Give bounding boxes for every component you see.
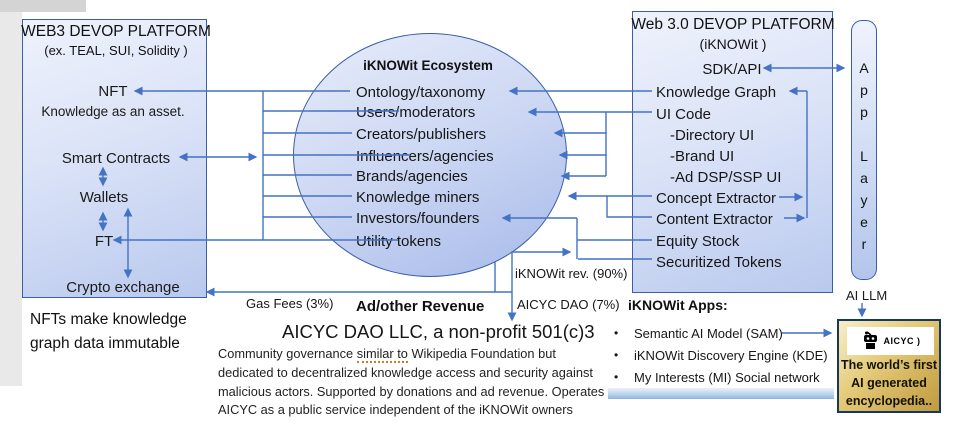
gold-line-1: The world’s first: [840, 358, 938, 372]
app-layer-pill: A p p L a y e r: [851, 20, 877, 280]
divider-band: [608, 388, 834, 399]
dao-title: AICYC DAO LLC, a non-profit 501(c)3: [282, 321, 595, 342]
nft-immutable-caption: NFTs make knowledge graph data immutable: [30, 311, 187, 352]
nft-note: Knowledge as an asset.: [41, 104, 185, 119]
ecosystem-item-investors: Investors/founders: [356, 210, 480, 227]
aicyc-logo: AICYC ): [847, 327, 934, 355]
gas-fees-label: Gas Fees (3%): [246, 296, 334, 311]
ecosystem-item-tokens: Utility tokens: [356, 233, 442, 250]
app-item-mi: My Interests (MI) Social network: [614, 370, 820, 385]
dao-paragraph-line1: Community governance similar to Wikipedi…: [218, 346, 556, 363]
smart-contracts-label: Smart Contracts: [61, 150, 171, 167]
viewer-top-notch: [0, 0, 86, 12]
web30-box-subtitle: (iKNOWit ): [699, 36, 767, 52]
dao-paragraph-line4: AICYC as a public service independent of…: [218, 402, 573, 418]
ui-code-label: UI Code: [656, 106, 712, 123]
directory-ui-label: -Directory UI: [670, 127, 755, 144]
ai-llm-label: AI LLM: [846, 288, 888, 303]
concept-extractor-label: Concept Extractor: [656, 190, 777, 207]
ecosystem-item-influencers: Influencers/agencies: [356, 148, 494, 165]
app-item-sam: Semantic AI Model (SAM): [614, 326, 783, 341]
viewer-left-margin: [0, 0, 22, 386]
brand-ui-label: -Brand UI: [670, 148, 735, 165]
aicyc-encyclopedia-box: AICYC ) The world’s first AI generated e…: [837, 319, 941, 413]
aicyc-dao-pct-label: AICYC DAO (7%): [517, 297, 620, 312]
web3-platform-box: WEB3 DEVOP PLATFORM (ex. TEAL, SUI, Soli…: [21, 19, 211, 298]
dao-paragraph-line3: malicious actors. Supported by donations…: [218, 383, 605, 399]
ecosystem-item-brands: Brands/agencies: [356, 168, 468, 185]
web3-box-title: WEB3 DEVOP PLATFORM: [21, 23, 211, 40]
ad-dsp-ssp-label: -Ad DSP/SSP UI: [670, 169, 782, 186]
gold-line-3: encyclopedia..: [845, 394, 933, 408]
ecosystem-item-miners: Knowledge miners: [356, 189, 480, 206]
nft-label: NFT: [98, 83, 128, 100]
ad-revenue-label: Ad/other Revenue: [356, 298, 485, 315]
content-extractor-label: Content Extractor: [656, 211, 773, 228]
wallets-label: Wallets: [79, 189, 129, 206]
equity-stock-label: Equity Stock: [656, 233, 740, 250]
ecosystem-item-users: Users/moderators: [356, 104, 476, 121]
app-item-kde: iKNOWit Discovery Engine (KDE): [614, 348, 828, 363]
ecosystem-item-ontology: Ontology/taxonomy: [356, 84, 486, 101]
ecosystem-title: iKNOWit Ecosystem: [363, 58, 493, 73]
dao-paragraph-line2: dedicated to decentralized knowledge acc…: [218, 364, 593, 380]
ft-label: FT: [94, 233, 114, 250]
web30-platform-box: Web 3.0 DEVOP PLATFORM (iKNOWit ) SDK/AP…: [631, 11, 835, 293]
ecosystem-item-creators: Creators/publishers: [356, 126, 487, 143]
web30-box-title: Web 3.0 DEVOP PLATFORM: [631, 16, 835, 33]
crypto-exchange-label: Crypto exchange: [66, 279, 180, 296]
spellcheck-underline: similar to: [356, 346, 408, 363]
sdk-api-label: SDK/API: [702, 61, 762, 78]
iknowit-ecosystem-ellipse: iKNOWit Ecosystem Ontology/taxonomy User…: [293, 33, 567, 277]
aicyc-robot-icon: [863, 331, 877, 349]
dao-paragraph: Community governance similar to Wikipedi…: [218, 345, 604, 420]
securitized-tokens-label: Securitized Tokens: [656, 254, 782, 271]
apps-title: iKNOWit Apps:: [628, 297, 728, 313]
iknowit-rev-label: iKNOWit rev. (90%): [515, 266, 628, 281]
knowledge-graph-label: Knowledge Graph: [656, 84, 777, 101]
aicyc-logo-text: AICYC ): [883, 336, 921, 346]
gold-line-2: AI generated: [851, 376, 927, 390]
web3-box-subtitle: (ex. TEAL, SUI, Solidity ): [44, 43, 188, 58]
